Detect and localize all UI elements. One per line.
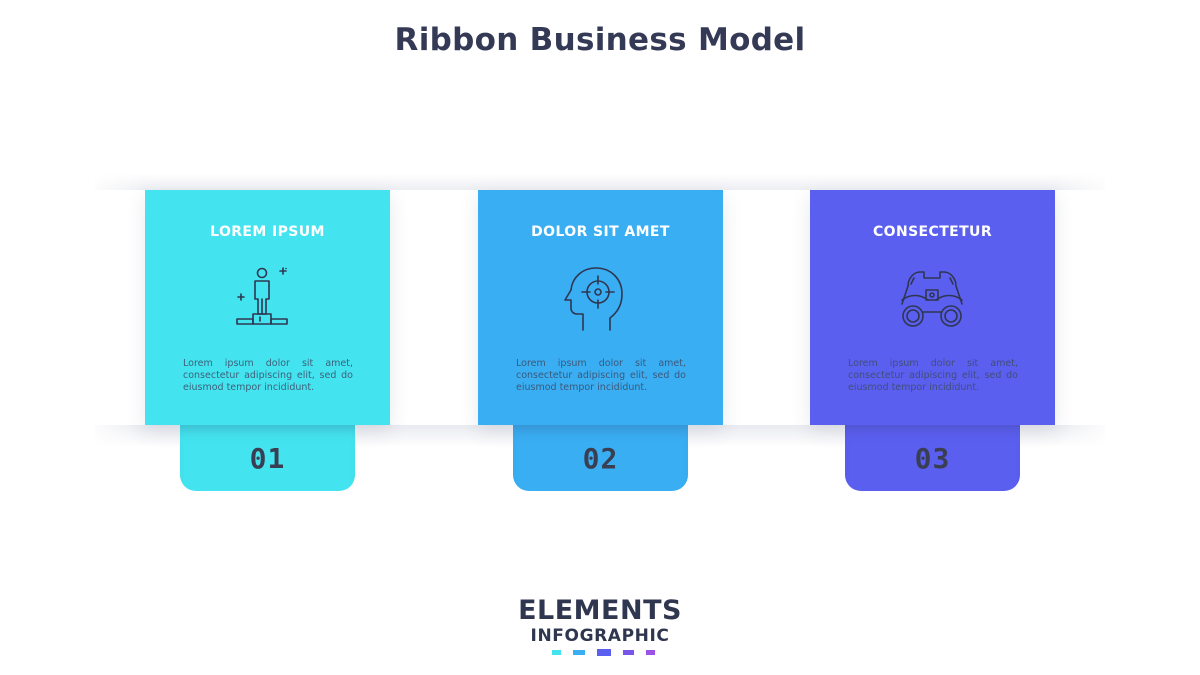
step-description: Lorem ipsum dolor sit amet, consectetur … (183, 358, 353, 393)
color-swatch (646, 650, 655, 655)
step-description: Lorem ipsum dolor sit amet, consectetur … (848, 358, 1018, 393)
footer-logo: ELEMENTS INFOGRAPHIC (0, 595, 1200, 647)
step-number-tab-2: 02 (513, 425, 688, 491)
footer-brand: ELEMENTS (518, 595, 682, 626)
ribbon-fade-left (85, 160, 145, 460)
ribbon-shadow-top (95, 174, 1105, 190)
step-number: 01 (249, 441, 286, 475)
step-card-3: CONSECTETUR Lorem ipsum dolor sit amet, … (810, 190, 1055, 425)
ribbon-fade-right (1055, 160, 1115, 460)
step-heading: LOREM IPSUM (210, 224, 325, 240)
person-on-podium-icon (227, 264, 307, 336)
color-swatch (597, 649, 611, 656)
head-target-icon (560, 264, 640, 336)
color-swatch (573, 650, 585, 655)
page-title: Ribbon Business Model (394, 22, 806, 58)
step-description: Lorem ipsum dolor sit amet, consectetur … (516, 358, 686, 393)
step-heading: CONSECTETUR (872, 224, 993, 240)
binoculars-icon (892, 264, 972, 336)
footer-subtitle: INFOGRAPHIC (530, 626, 670, 646)
step-number: 03 (914, 441, 951, 475)
step-card-2: DOLOR SIT AMET Lorem ipsum dolor sit ame… (478, 190, 723, 425)
step-heading: DOLOR SIT AMET (531, 224, 670, 240)
color-swatch (552, 650, 561, 655)
step-card-1: LOREM IPSUM Lorem ipsum dolor sit amet, … (145, 190, 390, 425)
color-swatch (623, 650, 634, 655)
step-number: 02 (582, 441, 619, 475)
step-number-tab-1: 01 (180, 425, 355, 491)
step-number-tab-3: 03 (845, 425, 1020, 491)
